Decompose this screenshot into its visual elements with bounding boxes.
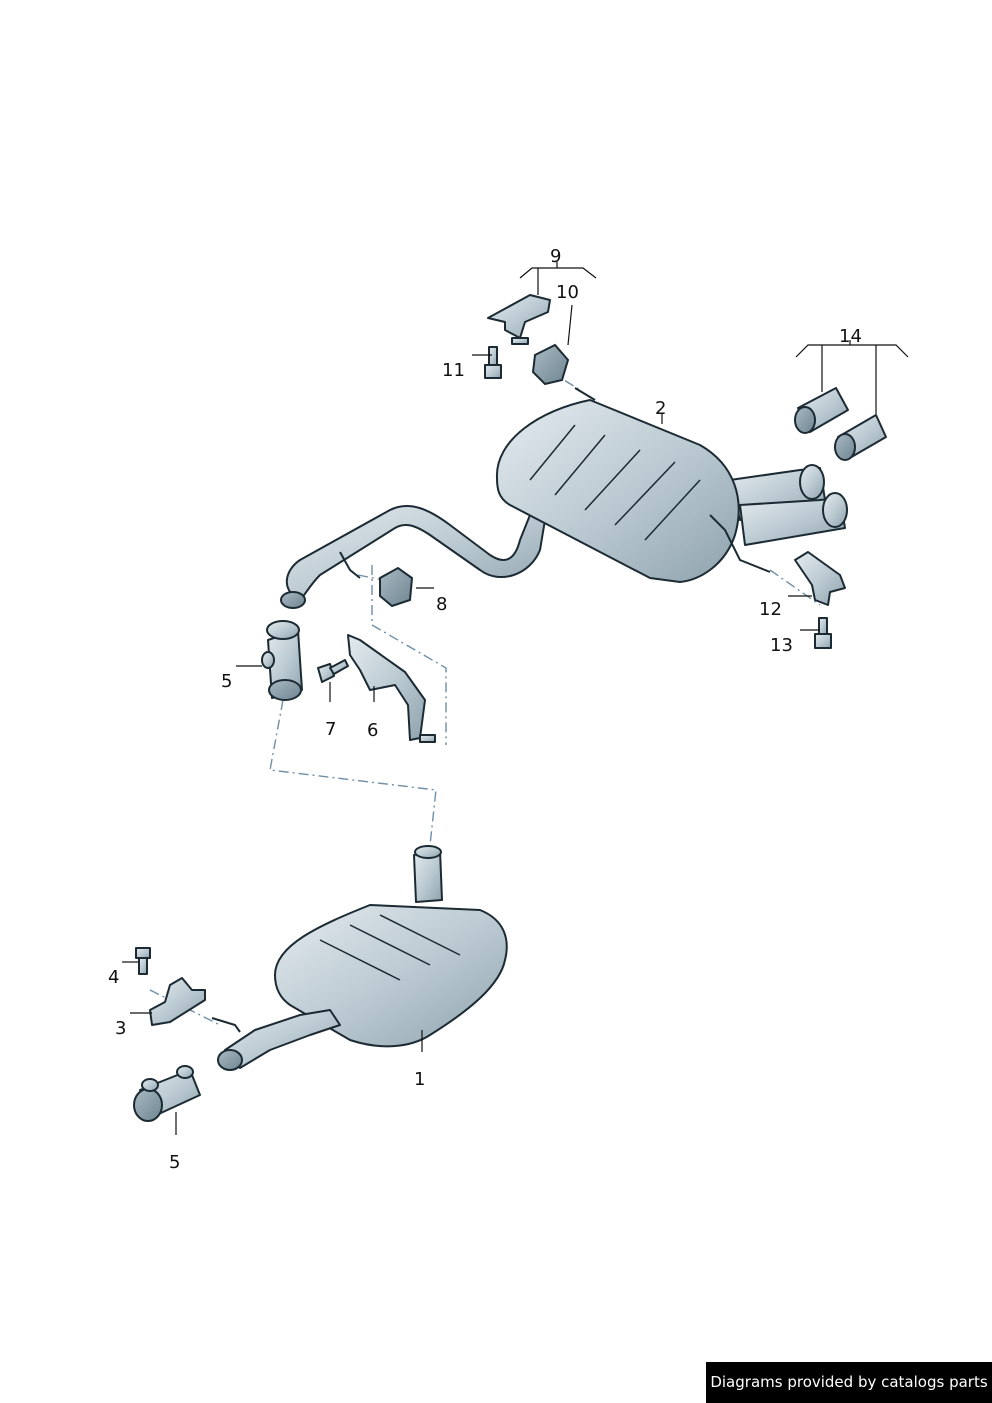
callout-5-lower: 5: [169, 1152, 180, 1173]
callout-11: 11: [442, 360, 465, 381]
part-13-bolt[interactable]: [814, 617, 832, 649]
callout-leaders: [122, 262, 909, 1135]
part-10-rubber-mount[interactable]: [531, 343, 570, 386]
callout-3: 3: [115, 1018, 126, 1039]
callout-13: 13: [770, 635, 793, 656]
part-2-rear-silencer[interactable]: [280, 387, 848, 609]
callout-6: 6: [367, 720, 378, 741]
part-14-tailpipe-tips[interactable]: [794, 387, 887, 461]
callout-9: 9: [550, 246, 561, 267]
part-9-bracket[interactable]: [487, 294, 551, 345]
part-3-mount[interactable]: [149, 977, 206, 1026]
attribution-footer: Diagrams provided by catalogs parts: [706, 1362, 992, 1403]
callout-14: 14: [839, 326, 862, 347]
part-7-bolt[interactable]: [317, 659, 349, 683]
callout-1: 1: [414, 1069, 425, 1090]
part-8-rubber-mount[interactable]: [339, 551, 414, 608]
part-6-bracket[interactable]: [347, 634, 436, 743]
part-4-bolt[interactable]: [135, 947, 151, 975]
callout-10: 10: [556, 282, 579, 303]
callout-2: 2: [655, 398, 666, 419]
callout-7: 7: [325, 719, 336, 740]
part-12-bracket[interactable]: [794, 551, 846, 606]
part-11-bolt[interactable]: [484, 346, 502, 379]
part-5-clamp-upper[interactable]: [261, 620, 303, 701]
part-1-middle-silencer[interactable]: [211, 845, 508, 1071]
callout-8: 8: [436, 594, 447, 615]
callout-5-upper: 5: [221, 671, 232, 692]
part-5-clamp-lower[interactable]: [133, 1065, 201, 1122]
callout-12: 12: [759, 599, 782, 620]
callout-4: 4: [108, 967, 119, 988]
